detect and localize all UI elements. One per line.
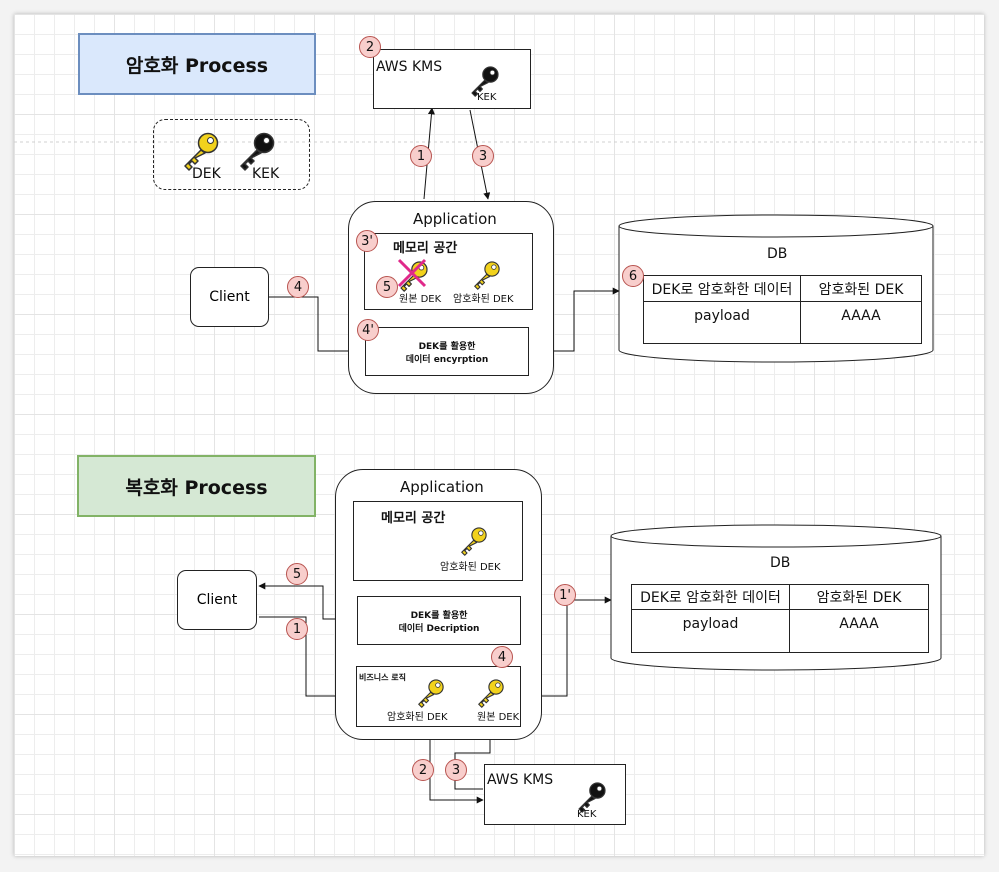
step-badge-delete: 5 xyxy=(376,276,398,298)
db-label: DB xyxy=(767,246,788,262)
memory-label: 메모리 공간 xyxy=(381,511,446,526)
process-line2: 데이터 encyrption xyxy=(405,355,489,365)
application-label: Application xyxy=(400,478,484,496)
application-label: Application xyxy=(413,210,497,228)
encryption-process-box: DEK를 활용한 데이터 encyrption xyxy=(365,327,529,376)
db-header-payload: DEK로 암호화한 데이터 xyxy=(643,275,801,302)
plain-dek-label: 원본 DEK xyxy=(399,294,442,305)
memory-label: 메모리 공간 xyxy=(393,241,458,256)
kek-legend-label: KEK xyxy=(252,166,280,182)
process-line1: DEK를 활용한 xyxy=(410,611,468,621)
db-cell-payload: payload xyxy=(631,609,790,653)
kms-label: AWS KMS xyxy=(376,59,443,75)
process-line1: DEK를 활용한 xyxy=(418,342,476,352)
process-line2: 데이터 Decription xyxy=(398,624,480,634)
dek-legend-label: DEK xyxy=(192,166,221,182)
step-badge-memory: 3' xyxy=(356,230,378,252)
step-badge-from-kms: 3 xyxy=(445,759,467,781)
kms-box: AWS KMS KEK xyxy=(373,49,531,109)
step-badge-db: 6 xyxy=(622,265,644,287)
step-badge-db-read: 1' xyxy=(554,584,576,606)
client-label: Client xyxy=(196,592,238,608)
db-header-payload: DEK로 암호화한 데이터 xyxy=(631,584,790,610)
decrypt-client: Client xyxy=(177,570,257,630)
encrypt-title: 암호화 Process xyxy=(78,33,316,95)
step-badge-request: 1 xyxy=(286,618,308,640)
memory-space: 메모리 공간 원본 DEK 암호화된 DEK xyxy=(364,233,533,310)
encrypted-dek-label: 암호화된 DEK xyxy=(453,294,514,305)
step-badge-kms: 2 xyxy=(359,36,381,58)
memory-space: 메모리 공간 암호화된 DEK xyxy=(353,501,523,581)
step-badge-to-kms: 2 xyxy=(412,759,434,781)
kms-label: AWS KMS xyxy=(487,772,554,788)
db-header-encrypted-dek: 암호화된 DEK xyxy=(800,275,922,302)
encrypted-dek-icon xyxy=(458,526,488,556)
client-label: Client xyxy=(209,289,250,305)
db-cell-payload: payload xyxy=(643,301,801,344)
step-badge-to-process: 4 xyxy=(491,646,513,668)
db-header-encrypted-dek: 암호화된 DEK xyxy=(789,584,929,610)
business-logic-label: 비즈니스 로직 xyxy=(359,673,406,682)
plain-dek-icon xyxy=(475,678,505,708)
step-badge-process: 4' xyxy=(357,319,379,341)
diagram-canvas: 암호화 Process DEK KEK AWS KMS KEK 2 1 3 Ap… xyxy=(14,14,984,856)
decryption-process-box: DEK를 활용한 데이터 Decription xyxy=(357,596,521,645)
kms-key-label: KEK xyxy=(477,92,497,103)
kms-key-label: KEK xyxy=(577,809,597,820)
kms-box: AWS KMS KEK xyxy=(484,764,626,825)
step-badge-response: 5 xyxy=(286,563,308,585)
delete-cross-icon xyxy=(397,258,427,288)
step-badge-request-kms: 1 xyxy=(410,145,432,167)
encrypted-dek-label: 암호화된 DEK xyxy=(440,562,501,573)
db-label: DB xyxy=(770,555,791,571)
business-logic-box: 비즈니스 로직 암호화된 DEK 원본 DEK xyxy=(356,666,521,727)
decrypt-title: 복호화 Process xyxy=(77,455,316,517)
encrypted-dek-icon xyxy=(471,260,501,290)
encrypted-dek-icon xyxy=(415,678,445,708)
plain-dek-label: 원본 DEK xyxy=(477,712,520,723)
step-badge-receive-kms: 3 xyxy=(472,145,494,167)
db-cell-encrypted-dek: AAAA xyxy=(800,301,922,344)
kek-legend-icon xyxy=(236,131,276,171)
key-legend: DEK KEK xyxy=(153,119,310,190)
db-cell-encrypted-dek: AAAA xyxy=(789,609,929,653)
dek-legend-icon xyxy=(180,131,220,171)
encrypted-dek-label: 암호화된 DEK xyxy=(387,712,448,723)
encrypt-client: Client xyxy=(190,267,269,327)
step-badge-client: 4 xyxy=(287,276,309,298)
